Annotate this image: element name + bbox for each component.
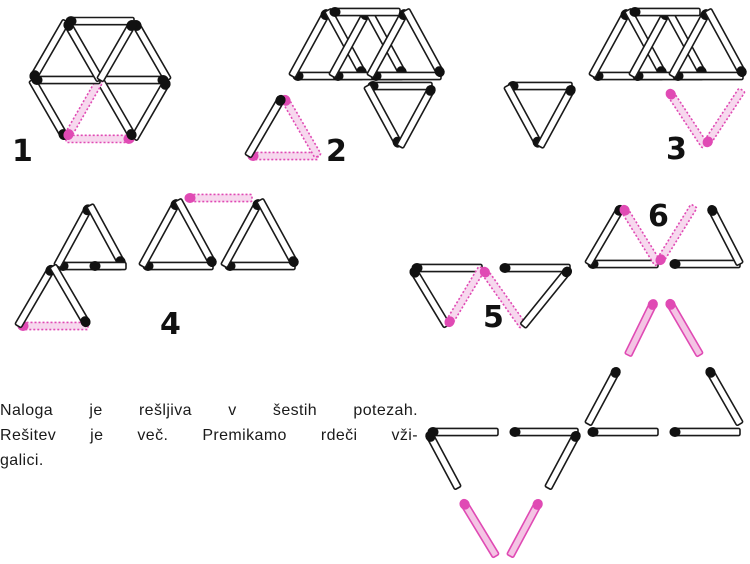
fig1-spoke-match: [61, 78, 104, 142]
caption-line-2: Rešitev je več. Premikamo rdeči vži-: [0, 423, 418, 448]
fig4-link: [90, 261, 127, 271]
fig4-tri-a-match-a: [143, 261, 214, 271]
fig1-spoke-match: [32, 75, 101, 85]
fig4-tri-c-match-c: [86, 203, 128, 269]
fig3-tri-c-match-a: [673, 71, 744, 81]
fig5-red-a: [442, 265, 486, 329]
fig4-tri-b-match-b: [220, 197, 265, 268]
fig3-tri-a-match-b: [588, 7, 633, 78]
fig1-rim-match: [130, 77, 173, 141]
step-label-6: 6: [648, 202, 669, 232]
fig5-left-side: [407, 265, 451, 329]
fig3-tri-d-match-a: [508, 81, 573, 91]
fig2-tri-c-match-a: [371, 71, 442, 81]
fig4-tri-a-match-b: [138, 197, 183, 268]
fig6-left-side: [584, 203, 627, 266]
fig6-left-base: [588, 259, 659, 269]
fig2-tri-d-match-a: [368, 81, 433, 91]
final-pink-a: [624, 297, 660, 357]
fig6-right-base: [670, 259, 741, 269]
fig4-side-a: [14, 263, 58, 328]
fig6-right-side: [705, 203, 744, 266]
final-side-b: [703, 365, 744, 426]
fig5-right-side: [519, 264, 574, 329]
step-label-4: 4: [160, 310, 181, 340]
fig2-red-side: [278, 93, 322, 158]
fig3-top-match: [630, 7, 701, 17]
final-pink-b: [663, 297, 704, 357]
fig1-spoke-match: [96, 78, 139, 142]
fig1-spoke-match: [61, 18, 104, 82]
final-top-a: [428, 427, 499, 437]
fig1-spoke-match: [96, 18, 139, 82]
fig4-tri-c-match-b: [53, 203, 95, 269]
caption-line-1: Naloga je rešljiva v šestih potezah.: [0, 398, 418, 423]
caption-line-3: galici.: [0, 448, 418, 473]
fig4-red-base: [18, 321, 89, 331]
fig3-tri-c-match-c: [704, 8, 749, 79]
final-side-d: [544, 429, 583, 490]
fig1-rim-match: [66, 134, 135, 144]
fig3-red-b: [701, 87, 747, 149]
fig5-left-top: [412, 263, 483, 273]
final-pink-c: [457, 497, 500, 559]
fig2-tri-a-match-b: [288, 7, 333, 78]
fig2-red-base: [248, 151, 319, 161]
fig2-top-match: [330, 7, 401, 17]
fig4-tri-b-match-a: [225, 261, 296, 271]
final-side-a: [584, 365, 623, 426]
final-top-c: [588, 427, 659, 437]
puzzle-caption: Naloga je rešljiva v šestih potezah. Reš…: [0, 398, 418, 473]
fig2-side: [244, 93, 288, 158]
fig4-side-b: [49, 263, 93, 328]
final-pink-d: [506, 497, 545, 558]
step-label-5: 5: [483, 303, 504, 333]
final-top-b: [510, 427, 579, 437]
fig3-tri-d-match-c: [536, 83, 578, 149]
fig4-tri-a-match-c: [174, 198, 219, 269]
fig1-rim-match: [66, 16, 135, 26]
fig3-tri-d-match-b: [503, 84, 545, 150]
fig4-red-top: [185, 193, 253, 203]
fig2-tri-d-match-b: [363, 84, 405, 150]
fig2-tri-c-match-c: [402, 8, 447, 79]
step-label-2: 2: [326, 137, 347, 167]
fig1-rim-match: [27, 19, 70, 83]
fig5-right-top: [500, 263, 571, 273]
final-top-d: [670, 427, 741, 437]
fig2-tri-d-match-c: [396, 83, 438, 149]
step-label-1: 1: [12, 137, 33, 167]
final-side-c: [423, 429, 462, 490]
step-label-3: 3: [666, 135, 687, 165]
fig1-spoke-match: [100, 75, 169, 85]
fig4-tri-b-match-c: [256, 198, 301, 269]
